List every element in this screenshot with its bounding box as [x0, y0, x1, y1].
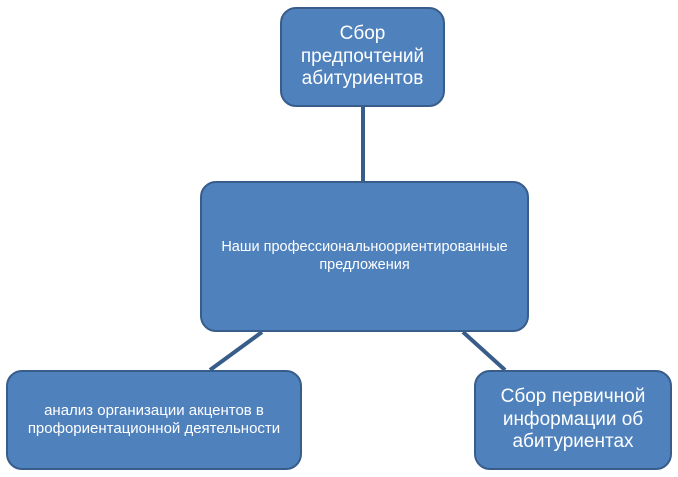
- node-primary-info-collection: Сбор первичной информации об абитуриента…: [474, 370, 672, 470]
- node-accent-analysis-label: анализ организации акцентов в профориент…: [27, 402, 281, 437]
- connector-center-right: [461, 330, 507, 372]
- node-primary-info-collection-label: Сбор первичной информации об абитуриента…: [500, 385, 646, 453]
- node-accent-analysis: анализ организации акцентов в профориент…: [6, 370, 302, 470]
- connector-center-left: [208, 330, 264, 372]
- node-preference-collection-label: Сбор предпочтений абитуриентов: [300, 22, 425, 90]
- node-career-offers-label: Наши профессиональноориентированные пред…: [221, 239, 508, 273]
- node-career-offers: Наши профессиональноориентированные пред…: [200, 181, 529, 332]
- node-preference-collection: Сбор предпочтений абитуриентов: [280, 7, 445, 107]
